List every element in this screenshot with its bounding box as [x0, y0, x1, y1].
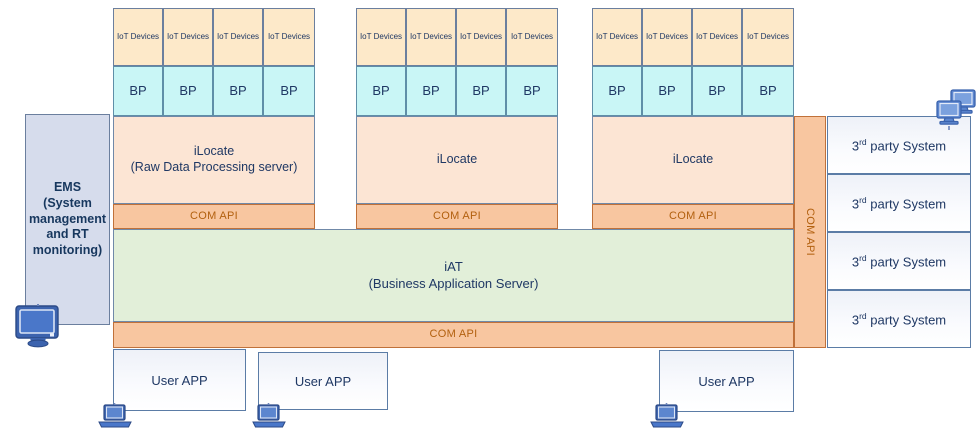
iot-device-label: IoT Devices [595, 32, 639, 41]
third-party-system-label: 3rd party System [851, 310, 947, 328]
bp-label: BP [280, 82, 298, 98]
bp-box[interactable]: BP [163, 66, 213, 116]
iot-device-box[interactable]: IoT Devices [592, 8, 642, 66]
ilocate-server-box[interactable]: iLocate (Raw Data Processing server) [113, 116, 315, 204]
iot-device-label: IoT Devices [116, 32, 160, 41]
iot-device-label: IoT Devices [216, 32, 260, 41]
iot-device-label: IoT Devices [409, 32, 453, 41]
ilocate-title: iLocate [672, 152, 714, 167]
iot-device-label: IoT Devices [359, 32, 403, 41]
bp-box[interactable]: BP [406, 66, 456, 116]
user-app-box[interactable]: User APP [659, 350, 794, 412]
stacked-computers-icon [936, 89, 976, 130]
ilocate-title: iLocate [193, 144, 235, 159]
ems-box[interactable]: EMS (System management and RT monitoring… [25, 114, 110, 325]
bp-box[interactable]: BP [213, 66, 263, 116]
iot-device-label: IoT Devices [267, 32, 311, 41]
bp-label: BP [179, 82, 197, 98]
com-api-label: COM API [190, 209, 238, 222]
com-api-bar[interactable]: COM API [592, 204, 794, 229]
third-party-system-label: 3rd party System [851, 252, 947, 270]
user-app-label: User APP [151, 372, 208, 388]
third-party-system-label: 3rd party System [851, 194, 947, 212]
com-api-bar[interactable]: COM API [113, 204, 315, 229]
bp-label: BP [523, 82, 541, 98]
iat-title: iAT [444, 259, 463, 275]
iat-server-box[interactable]: iAT (Business Application Server) [113, 229, 794, 322]
bp-label: BP [229, 82, 247, 98]
iot-device-box[interactable]: IoT Devices [213, 8, 263, 66]
bp-label: BP [608, 82, 626, 98]
third-party-system-box[interactable]: 3rd party System [827, 174, 971, 232]
bp-box[interactable]: BP [263, 66, 315, 116]
iot-device-box[interactable]: IoT Devices [113, 8, 163, 66]
com-api-label: COM API [429, 328, 478, 341]
bp-box[interactable]: BP [356, 66, 406, 116]
iot-device-label: IoT Devices [166, 32, 210, 41]
ilocate-title: iLocate [436, 152, 478, 167]
com-api-label: COM API [669, 209, 717, 222]
bp-box[interactable]: BP [113, 66, 163, 116]
bp-label: BP [759, 82, 777, 98]
iot-device-box[interactable]: IoT Devices [163, 8, 213, 66]
bp-box[interactable]: BP [456, 66, 506, 116]
user-app-box[interactable]: User APP [258, 352, 388, 410]
bp-label: BP [422, 82, 440, 98]
user-app-label: User APP [698, 373, 755, 389]
com-api-bar[interactable]: COM API [356, 204, 558, 229]
iot-device-box[interactable]: IoT Devices [742, 8, 794, 66]
bp-box[interactable]: BP [506, 66, 558, 116]
iot-device-box[interactable]: IoT Devices [642, 8, 692, 66]
bp-label: BP [129, 82, 147, 98]
ems-line: management [28, 211, 107, 226]
ems-line: EMS [53, 180, 82, 195]
third-party-system-label: 3rd party System [851, 136, 947, 154]
iat-subtitle: (Business Application Server) [368, 275, 539, 291]
ems-line: monitoring) [32, 242, 103, 257]
bp-label: BP [708, 82, 726, 98]
iot-device-label: IoT Devices [510, 32, 554, 41]
iot-device-box[interactable]: IoT Devices [692, 8, 742, 66]
iot-device-box[interactable]: IoT Devices [263, 8, 315, 66]
com-api-label: COM API [433, 209, 481, 222]
laptop-icon [252, 403, 286, 428]
iot-device-box[interactable]: IoT Devices [456, 8, 506, 66]
iot-device-label: IoT Devices [746, 32, 790, 41]
laptop-icon [98, 403, 132, 428]
user-app-box[interactable]: User APP [113, 349, 246, 411]
iot-device-box[interactable]: IoT Devices [506, 8, 558, 66]
bp-box[interactable]: BP [742, 66, 794, 116]
com-api-right-column[interactable]: COM API [794, 116, 826, 348]
ems-line: and RT [46, 227, 89, 242]
desktop-monitor-icon [15, 304, 59, 348]
laptop-icon [650, 403, 684, 428]
ems-line: (System [43, 196, 92, 211]
iot-device-box[interactable]: IoT Devices [406, 8, 456, 66]
bp-box[interactable]: BP [592, 66, 642, 116]
bp-box[interactable]: BP [692, 66, 742, 116]
user-app-label: User APP [294, 373, 352, 389]
iot-device-label: IoT Devices [645, 32, 689, 41]
ilocate-subtitle: (Raw Data Processing server) [130, 160, 298, 174]
iot-device-box[interactable]: IoT Devices [356, 8, 406, 66]
third-party-system-box[interactable]: 3rd party System [827, 232, 971, 290]
bp-label: BP [658, 82, 676, 98]
iot-device-label: IoT Devices [695, 32, 739, 41]
iot-device-label: IoT Devices [459, 32, 503, 41]
com-api-label: COM API [804, 208, 817, 256]
third-party-system-box[interactable]: 3rd party System [827, 290, 971, 348]
ilocate-server-box[interactable]: iLocate [356, 116, 558, 204]
ilocate-server-box[interactable]: iLocate [592, 116, 794, 204]
com-api-bottom-bar[interactable]: COM API [113, 322, 794, 348]
bp-label: BP [372, 82, 390, 98]
third-party-system-box[interactable]: 3rd party System [827, 116, 971, 174]
bp-box[interactable]: BP [642, 66, 692, 116]
bp-label: BP [472, 82, 490, 98]
